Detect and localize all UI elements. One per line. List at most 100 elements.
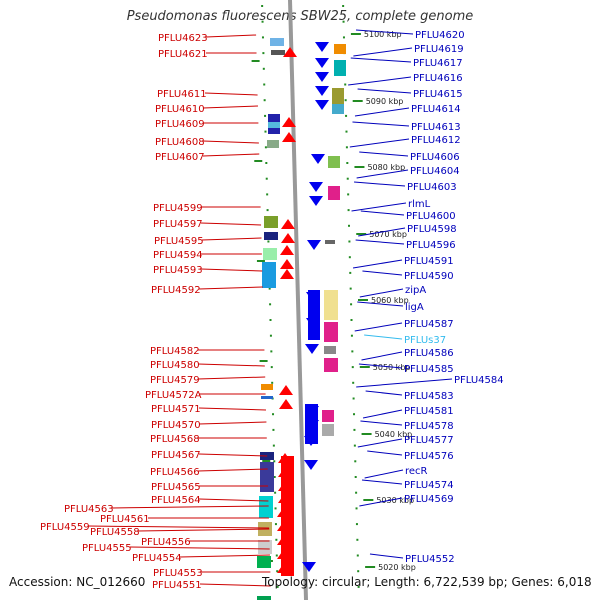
- reverse-gene-arrow: [315, 86, 329, 96]
- right-gene-label: PFLU4613: [411, 122, 461, 133]
- left-gene-label: PFLU4608: [155, 137, 205, 148]
- right-gene-label: PFLUs37: [404, 335, 446, 346]
- right-leader: [358, 227, 406, 237]
- right-tick: [344, 99, 347, 102]
- right-tick: [351, 366, 354, 369]
- left-tick: [263, 99, 266, 102]
- right-leader: [355, 239, 405, 245]
- right-leader: [354, 322, 403, 332]
- right-tick: [348, 240, 351, 243]
- left-tick: [262, 52, 265, 55]
- right-leader: [356, 169, 409, 179]
- feature-block: [263, 248, 277, 260]
- left-gene-label: PFLU4567: [151, 450, 201, 461]
- feature-block: [334, 60, 346, 76]
- left-leader: [200, 268, 263, 272]
- right-gene-label: PFLU4600: [406, 211, 456, 222]
- right-leader: [351, 202, 407, 212]
- left-gene-label: PFLU4611: [157, 89, 207, 100]
- right-tick: [351, 350, 354, 353]
- right-gene-label: PFLU4576: [404, 451, 454, 462]
- left-gene-label: PFLU4595: [154, 236, 204, 247]
- right-tick: [350, 319, 353, 321]
- kbp-label: 5020 kbp: [378, 563, 416, 572]
- right-gene-label: ligA: [405, 302, 424, 313]
- left-leader: [129, 546, 270, 550]
- left-tick: [276, 570, 279, 573]
- reverse-gene-block: [308, 290, 320, 340]
- left-tick: [269, 303, 272, 306]
- feature-block: [324, 290, 338, 320]
- right-leader: [359, 497, 403, 507]
- right-tick: [355, 507, 358, 510]
- right-tick: [350, 303, 353, 306]
- right-tick: [347, 224, 350, 227]
- right-tick: [356, 538, 359, 541]
- right-gene-label: PFLU4591: [404, 256, 454, 267]
- feature-block: [328, 156, 340, 168]
- left-leader: [87, 525, 270, 529]
- kbp-tick: [354, 166, 365, 168]
- left-tick: [266, 193, 269, 196]
- left-leader: [205, 34, 257, 38]
- left-leader: [201, 237, 262, 241]
- forward-gene-arrow: [279, 385, 293, 395]
- forward-gene-arrow: [281, 219, 295, 229]
- right-tick: [345, 114, 348, 117]
- left-leader: [198, 407, 267, 411]
- right-tick: [354, 476, 357, 478]
- right-gene-label: PFLU4586: [404, 348, 454, 359]
- reverse-gene-arrow: [305, 344, 319, 354]
- left-leader: [200, 222, 262, 226]
- left-tick: [264, 130, 267, 133]
- left-tick: [264, 114, 267, 117]
- right-tick: [342, 36, 345, 39]
- left-gene-label: PFLU4571: [151, 404, 201, 415]
- feature-block: [261, 396, 273, 399]
- right-leader: [359, 288, 404, 298]
- feature-block: [322, 410, 334, 422]
- reverse-gene-arrow: [307, 240, 321, 250]
- right-tick: [353, 444, 356, 447]
- left-gene-label: PFLU4563: [64, 504, 114, 515]
- left-tick: [261, 20, 264, 23]
- left-leader: [197, 468, 268, 472]
- right-leader: [354, 107, 410, 117]
- left-gene-label: PFLU4555: [82, 543, 132, 554]
- right-leader: [365, 390, 403, 396]
- right-tick: [346, 177, 349, 180]
- major-tick: [254, 160, 263, 162]
- right-tick: [355, 523, 358, 526]
- right-tick: [352, 381, 355, 384]
- left-tick: [275, 538, 278, 541]
- right-gene-label: PFLU4569: [404, 494, 454, 505]
- kbp-tick: [352, 100, 363, 102]
- right-leader: [353, 47, 413, 57]
- kbp-label: 5080 kbp: [367, 163, 405, 172]
- reverse-gene-arrow: [315, 42, 329, 52]
- right-gene-label: recR: [405, 466, 428, 477]
- right-leader: [360, 210, 405, 216]
- right-gene-label: PFLU4603: [407, 182, 457, 193]
- feature-block: [257, 596, 271, 600]
- forward-gene-arrow: [280, 245, 294, 255]
- kbp-tick: [363, 499, 374, 501]
- left-leader: [204, 92, 258, 96]
- kbp-tick: [358, 299, 368, 301]
- kbp-label: 5070 kbp: [369, 230, 407, 239]
- feature-block: [324, 322, 338, 342]
- reverse-gene-arrow: [315, 100, 329, 110]
- right-gene-label: PFLU4590: [404, 271, 454, 282]
- reverse-gene-arrow: [315, 72, 329, 82]
- major-tick: [262, 460, 271, 462]
- left-tick: [265, 162, 268, 164]
- right-tick: [348, 256, 351, 259]
- right-gene-label: zipA: [405, 285, 426, 296]
- reverse-gene-arrow: [304, 460, 318, 470]
- right-leader: [349, 138, 410, 148]
- right-tick: [342, 5, 345, 7]
- reverse-gene-arrow: [315, 58, 329, 68]
- left-gene-label: PFLU4566: [150, 467, 200, 478]
- major-tick: [259, 360, 268, 362]
- right-tick: [356, 554, 359, 557]
